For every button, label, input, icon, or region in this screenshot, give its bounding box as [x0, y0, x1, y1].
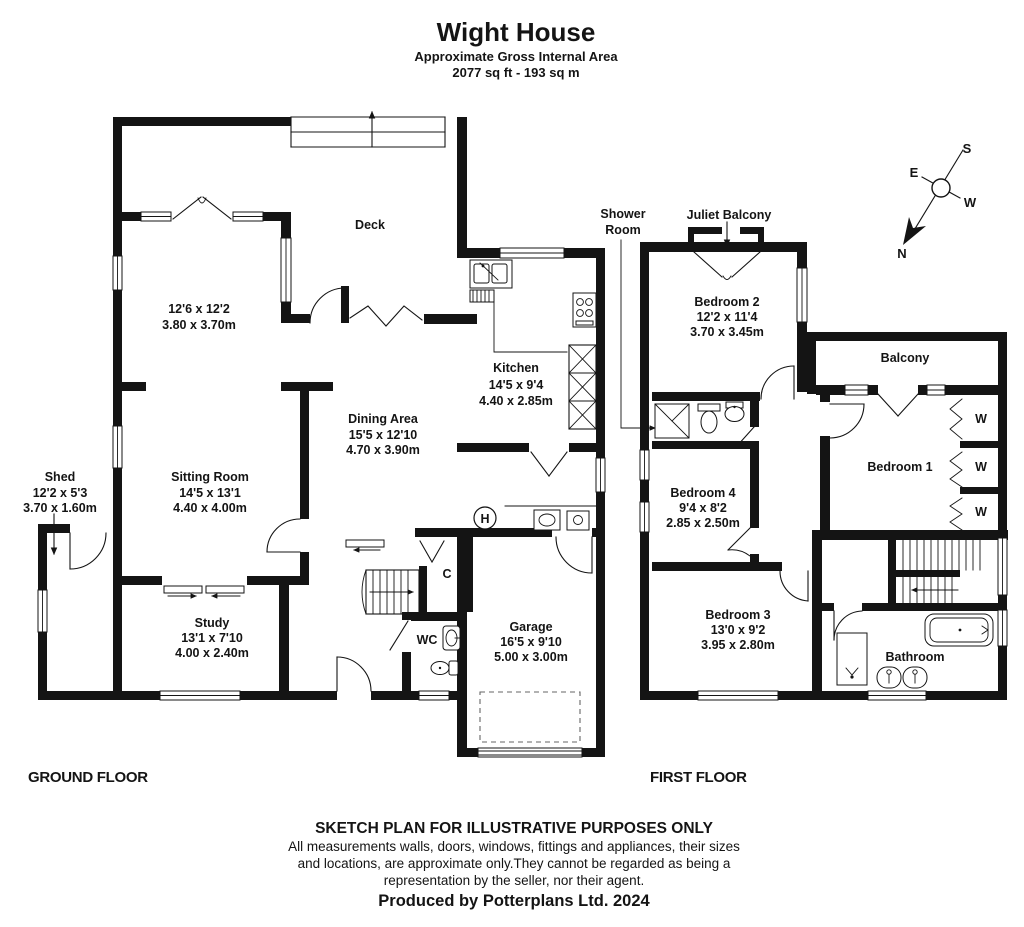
room-label-balcony: Balcony: [881, 351, 930, 365]
svg-text:3.70 x 3.45m: 3.70 x 3.45m: [690, 325, 764, 339]
room-label-kitchen: Kitchen: [493, 361, 539, 375]
subtitle: Approximate Gross Internal Area: [414, 49, 618, 64]
compass-rose-icon: S E W N: [897, 141, 977, 261]
compass-north: N: [897, 246, 906, 261]
wardrobe-label-1: W: [975, 412, 987, 426]
first-floor-windows: [639, 267, 1008, 701]
stairs-first: [902, 534, 981, 604]
footer-text-3: representation by the seller, nor their …: [384, 873, 644, 888]
svg-text:4.40 x 4.00m: 4.40 x 4.00m: [173, 501, 247, 515]
room-label-bedroom2: Bedroom 2: [694, 295, 759, 309]
sliding-doors: [163, 585, 245, 599]
footer-text-1: All measurements walls, doors, windows, …: [288, 839, 740, 854]
title-block: Wight House Approximate Gross Internal A…: [414, 17, 618, 80]
room-label-bedroom1: Bedroom 1: [867, 460, 932, 474]
svg-text:14'5 x 9'4: 14'5 x 9'4: [489, 378, 544, 392]
ground-floor-fixtures: H: [430, 259, 597, 676]
kitchen-sink-icon: [469, 259, 513, 289]
tall-units-icon: [568, 344, 597, 430]
wc-toilet-icon: [430, 660, 459, 676]
wardrobe-label-3: W: [975, 505, 987, 519]
svg-text:12'2 x 11'4: 12'2 x 11'4: [697, 310, 758, 324]
footer-text-2: and locations, are approximate only.They…: [298, 856, 731, 871]
wardrobe-label-2: W: [975, 460, 987, 474]
deck-steps: [290, 110, 446, 148]
wc-basin-icon: [442, 625, 461, 651]
footer-headline: SKETCH PLAN FOR ILLUSTRATIVE PURPOSES ON…: [315, 820, 714, 837]
compass-west: W: [964, 195, 977, 210]
ground-floor-labels: Deck 12'6 x 12'2 3.80 x 3.70m Kitchen 14…: [23, 218, 568, 664]
utility-counter: [504, 505, 597, 531]
room-label-bedroom3: Bedroom 3: [705, 608, 770, 622]
room-label-bedroom4: Bedroom 4: [670, 486, 735, 500]
room-label-dining: Dining Area: [348, 412, 419, 426]
first-floor-details: [620, 221, 981, 641]
svg-text:3.70 x 1.60m: 3.70 x 1.60m: [23, 501, 97, 515]
ensuite-shower-icon: [654, 403, 690, 439]
svg-text:H: H: [480, 512, 489, 526]
room-label-shower-1: Shower: [600, 207, 645, 221]
compass-south: S: [963, 141, 972, 156]
hob-icon: [572, 292, 597, 328]
ensuite-toilet-icon: [697, 403, 721, 434]
room-label-bathroom: Bathroom: [885, 650, 944, 664]
ensuite-basin-icon: [724, 401, 745, 422]
room-label-juliet: Juliet Balcony: [687, 208, 772, 222]
svg-text:4.40 x 2.85m: 4.40 x 2.85m: [479, 394, 553, 408]
svg-text:9'4 x 8'2: 9'4 x 8'2: [679, 501, 727, 515]
bath-icon: [924, 613, 994, 647]
basin-icons: [876, 666, 928, 689]
ground-floor-caption: GROUND FLOOR: [28, 769, 148, 786]
svg-text:4.70 x 3.90m: 4.70 x 3.90m: [346, 443, 420, 457]
svg-text:5.00 x 3.00m: 5.00 x 3.00m: [494, 650, 568, 664]
first-floor-caption: FIRST FLOOR: [650, 769, 747, 786]
svg-text:13'0 x 9'2: 13'0 x 9'2: [711, 623, 766, 637]
ground-floor-details: [50, 110, 593, 743]
footer-producer: Produced by Potterplans Ltd. 2024: [378, 892, 650, 910]
room-label-shower-2: Room: [605, 223, 640, 237]
boiler-icon: H: [473, 506, 497, 530]
room-label-study: Study: [195, 616, 230, 630]
room-dim-front-metric: 3.80 x 3.70m: [162, 318, 236, 332]
svg-text:16'5 x 9'10: 16'5 x 9'10: [500, 635, 562, 649]
first-floor-fixtures: [654, 401, 994, 689]
room-label-garage: Garage: [509, 620, 552, 634]
room-label-deck: Deck: [355, 218, 385, 232]
compass-east: E: [910, 165, 919, 180]
first-floor-labels: Shower Room Juliet Balcony Bedroom 2 12'…: [600, 207, 987, 664]
room-label-sitting: Sitting Room: [171, 470, 249, 484]
room-label-wc: WC: [417, 633, 438, 647]
shower-icon: [836, 632, 868, 686]
svg-text:15'5 x 12'10: 15'5 x 12'10: [349, 428, 418, 442]
ground-floor-windows: [37, 211, 606, 758]
stairs-ground: [361, 569, 420, 615]
garage-door: [477, 747, 583, 758]
svg-text:12'2 x 5'3: 12'2 x 5'3: [33, 486, 88, 500]
footer-disclaimer: SKETCH PLAN FOR ILLUSTRATIVE PURPOSES ON…: [288, 820, 740, 910]
svg-text:13'1 x 7'10: 13'1 x 7'10: [181, 631, 243, 645]
svg-text:2.85 x 2.50m: 2.85 x 2.50m: [666, 516, 740, 530]
svg-text:4.00 x 2.40m: 4.00 x 2.40m: [175, 646, 249, 660]
page-title: Wight House: [437, 17, 596, 47]
svg-text:3.95 x 2.80m: 3.95 x 2.80m: [701, 638, 775, 652]
room-label-cupboard: C: [442, 567, 451, 581]
svg-text:14'5 x 13'1: 14'5 x 13'1: [179, 486, 241, 500]
gross-area: 2077 sq ft - 193 sq m: [452, 65, 579, 80]
dishwasher-icon: [469, 289, 495, 303]
room-label-shed: Shed: [45, 470, 76, 484]
room-dim-front-imperial: 12'6 x 12'2: [168, 302, 230, 316]
